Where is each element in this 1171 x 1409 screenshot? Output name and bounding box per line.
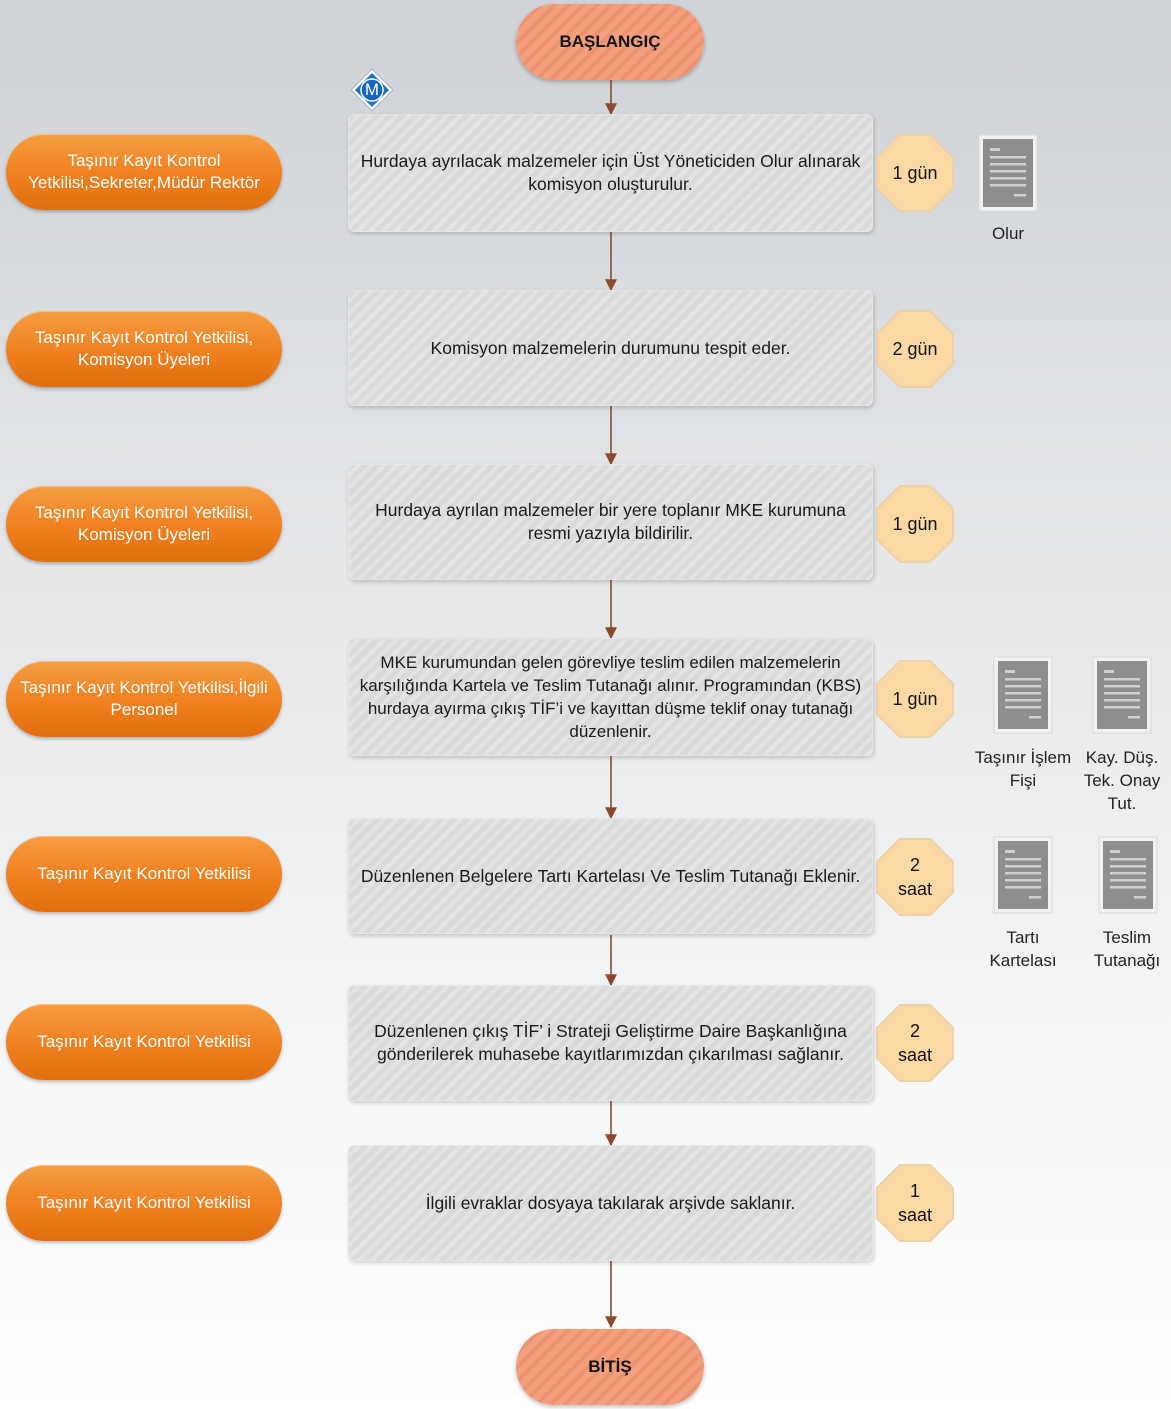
duration-text: 1 gün — [892, 514, 938, 534]
process-text: Hurdaya ayrılan malzemeler bir yere topl… — [375, 500, 846, 543]
duration-badge-2: 2 gün — [876, 310, 954, 388]
process-text: Düzenlenen çıkış TİF’ i Strateji Gelişti… — [374, 1021, 847, 1064]
process-box-7: İlgili evraklar dosyaya takılarak arşivd… — [348, 1145, 873, 1261]
role-label: Taşınır Kayıt Kontrol Yetkilisi — [37, 1032, 251, 1051]
role-label: Taşınır Kayıt Kontrol Yetkilisi, Komisyo… — [34, 328, 254, 369]
start-label: BAŞLANGIÇ — [559, 32, 661, 51]
role-pill-3: Taşınır Kayıt Kontrol Yetkilisi, Komisyo… — [6, 486, 282, 562]
duration-badge-7: 1 saat — [876, 1164, 954, 1242]
m-marker-badge: M — [350, 68, 394, 112]
duration-badge-3: 1 gün — [876, 485, 954, 563]
duration-text: 1 gün — [892, 163, 938, 183]
role-pill-7: Taşınır Kayıt Kontrol Yetkilisi — [6, 1165, 282, 1241]
document-icon — [1092, 656, 1152, 734]
duration-badge-4: 1 gün — [876, 660, 954, 738]
document-label-tasinir-islem-fisi: Taşınır İşlem Fişi — [974, 748, 1072, 790]
document-icon — [993, 656, 1053, 734]
duration-badge-5: 2 saat — [876, 838, 954, 916]
start-terminal: BAŞLANGIÇ — [516, 4, 704, 80]
document-label-tarti-kartelasi: Tartı Kartelası — [989, 928, 1057, 970]
role-pill-4: Taşınır Kayıt Kontrol Yetkilisi,İlgili P… — [6, 661, 282, 737]
process-box-3: Hurdaya ayrılan malzemeler bir yere topl… — [348, 464, 873, 580]
duration-badge-1: 1 gün — [876, 134, 954, 212]
role-pill-5: Taşınır Kayıt Kontrol Yetkilisi — [6, 836, 282, 912]
end-terminal: BİTİŞ — [516, 1329, 704, 1405]
role-pill-6: Taşınır Kayıt Kontrol Yetkilisi — [6, 1004, 282, 1080]
role-pill-1: Taşınır Kayıt Kontrol Yetkilisi,Sekreter… — [6, 134, 282, 210]
document-label-kayittan-dusme: Kay. Düş. Tek. Onay Tut. — [1083, 748, 1161, 813]
role-label: Taşınır Kayıt Kontrol Yetkilisi, Komisyo… — [34, 503, 254, 544]
process-box-4: MKE kurumundan gelen görevliye teslim ed… — [348, 638, 873, 756]
document-label-olur: Olur — [991, 224, 1025, 243]
process-box-1: Hurdaya ayrılacak malzemeler için Üst Yö… — [348, 114, 873, 232]
duration-text: 2 saat — [897, 855, 933, 899]
process-text: Komisyon malzemelerin durumunu tespit ed… — [430, 337, 791, 358]
role-pill-2: Taşınır Kayıt Kontrol Yetkilisi, Komisyo… — [6, 311, 282, 387]
diamond-badge-icon — [350, 68, 394, 112]
end-label: BİTİŞ — [588, 1357, 632, 1376]
process-text: İlgili evraklar dosyaya takılarak arşivd… — [425, 1192, 796, 1213]
process-text: Düzenlenen Belgelere Tartı Kartelası Ve … — [360, 865, 861, 886]
process-box-5: Düzenlenen Belgelere Tartı Kartelası Ve … — [348, 818, 873, 934]
marker-label: M — [364, 80, 380, 99]
document-icon — [993, 836, 1053, 914]
process-box-2: Komisyon malzemelerin durumunu tespit ed… — [348, 290, 873, 406]
duration-text: 1 gün — [892, 689, 938, 709]
document-icon — [978, 134, 1038, 212]
process-text: Hurdaya ayrılacak malzemeler için Üst Yö… — [360, 151, 861, 194]
role-label: Taşınır Kayıt Kontrol Yetkilisi — [37, 1193, 251, 1212]
duration-text: 1 saat — [897, 1181, 933, 1225]
role-label: Taşınır Kayıt Kontrol Yetkilisi,Sekreter… — [28, 151, 260, 192]
process-text: MKE kurumundan gelen görevliye teslim ed… — [359, 653, 862, 741]
duration-text: 2 gün — [892, 339, 938, 359]
duration-badge-6: 2 saat — [876, 1004, 954, 1082]
process-box-6: Düzenlenen çıkış TİF’ i Strateji Gelişti… — [348, 985, 873, 1101]
role-label: Taşınır Kayıt Kontrol Yetkilisi — [37, 864, 251, 883]
document-icon — [1098, 836, 1158, 914]
document-label-teslim-tutanagi: Teslim Tutanağı — [1093, 928, 1161, 970]
duration-text: 2 saat — [897, 1021, 933, 1065]
role-label: Taşınır Kayıt Kontrol Yetkilisi,İlgili P… — [20, 678, 268, 719]
